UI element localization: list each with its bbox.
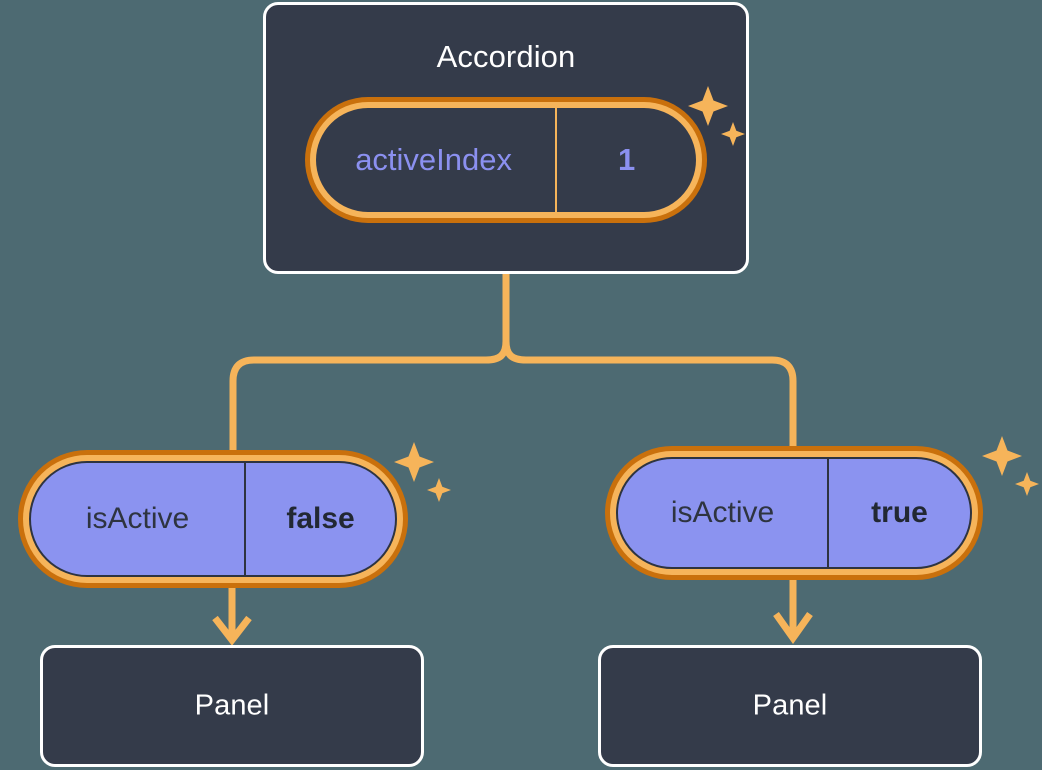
accordion-title: Accordion (436, 39, 576, 74)
state-pill-body: isActive false (29, 461, 397, 577)
state-pill-is-active-true[interactable]: isActive true (605, 446, 983, 580)
panel-title-right: Panel (752, 689, 828, 722)
arrow-down-icon-right (773, 611, 813, 645)
state-pill-ring: isActive false (23, 455, 403, 583)
sparkle-icon-right (982, 436, 1039, 496)
sparkle-icon-large (394, 442, 434, 482)
sparkle-icon-large (982, 436, 1022, 476)
panel-component-card-left[interactable]: Panel (40, 645, 424, 767)
state-value-is-active-right: true (827, 459, 970, 567)
arrow-down-icon-left (212, 615, 252, 646)
state-pill-is-active-false[interactable]: isActive false (18, 450, 408, 588)
state-key-active-index: activeIndex (355, 142, 513, 177)
panel-component-card-right[interactable]: Panel (598, 645, 982, 767)
sparkle-icon-small (1015, 472, 1039, 496)
panel-title-left: Panel (194, 689, 270, 722)
state-pill-ring: isActive true (610, 451, 978, 575)
state-key-is-active-left: isActive (85, 502, 190, 535)
state-value-is-active-left: false (244, 463, 395, 575)
branch-line-left (229, 340, 510, 455)
state-value-active-index: 1 (555, 108, 696, 212)
branch-line-right (502, 340, 797, 450)
state-pill-ring: activeIndex 1 (310, 102, 702, 218)
state-pill-body: isActive true (616, 457, 972, 569)
state-key-is-active-right: isActive (670, 496, 775, 529)
sparkle-icon-small (427, 478, 451, 502)
state-pill-active-index[interactable]: activeIndex 1 (305, 97, 707, 223)
state-pill-body: activeIndex 1 (316, 108, 696, 212)
